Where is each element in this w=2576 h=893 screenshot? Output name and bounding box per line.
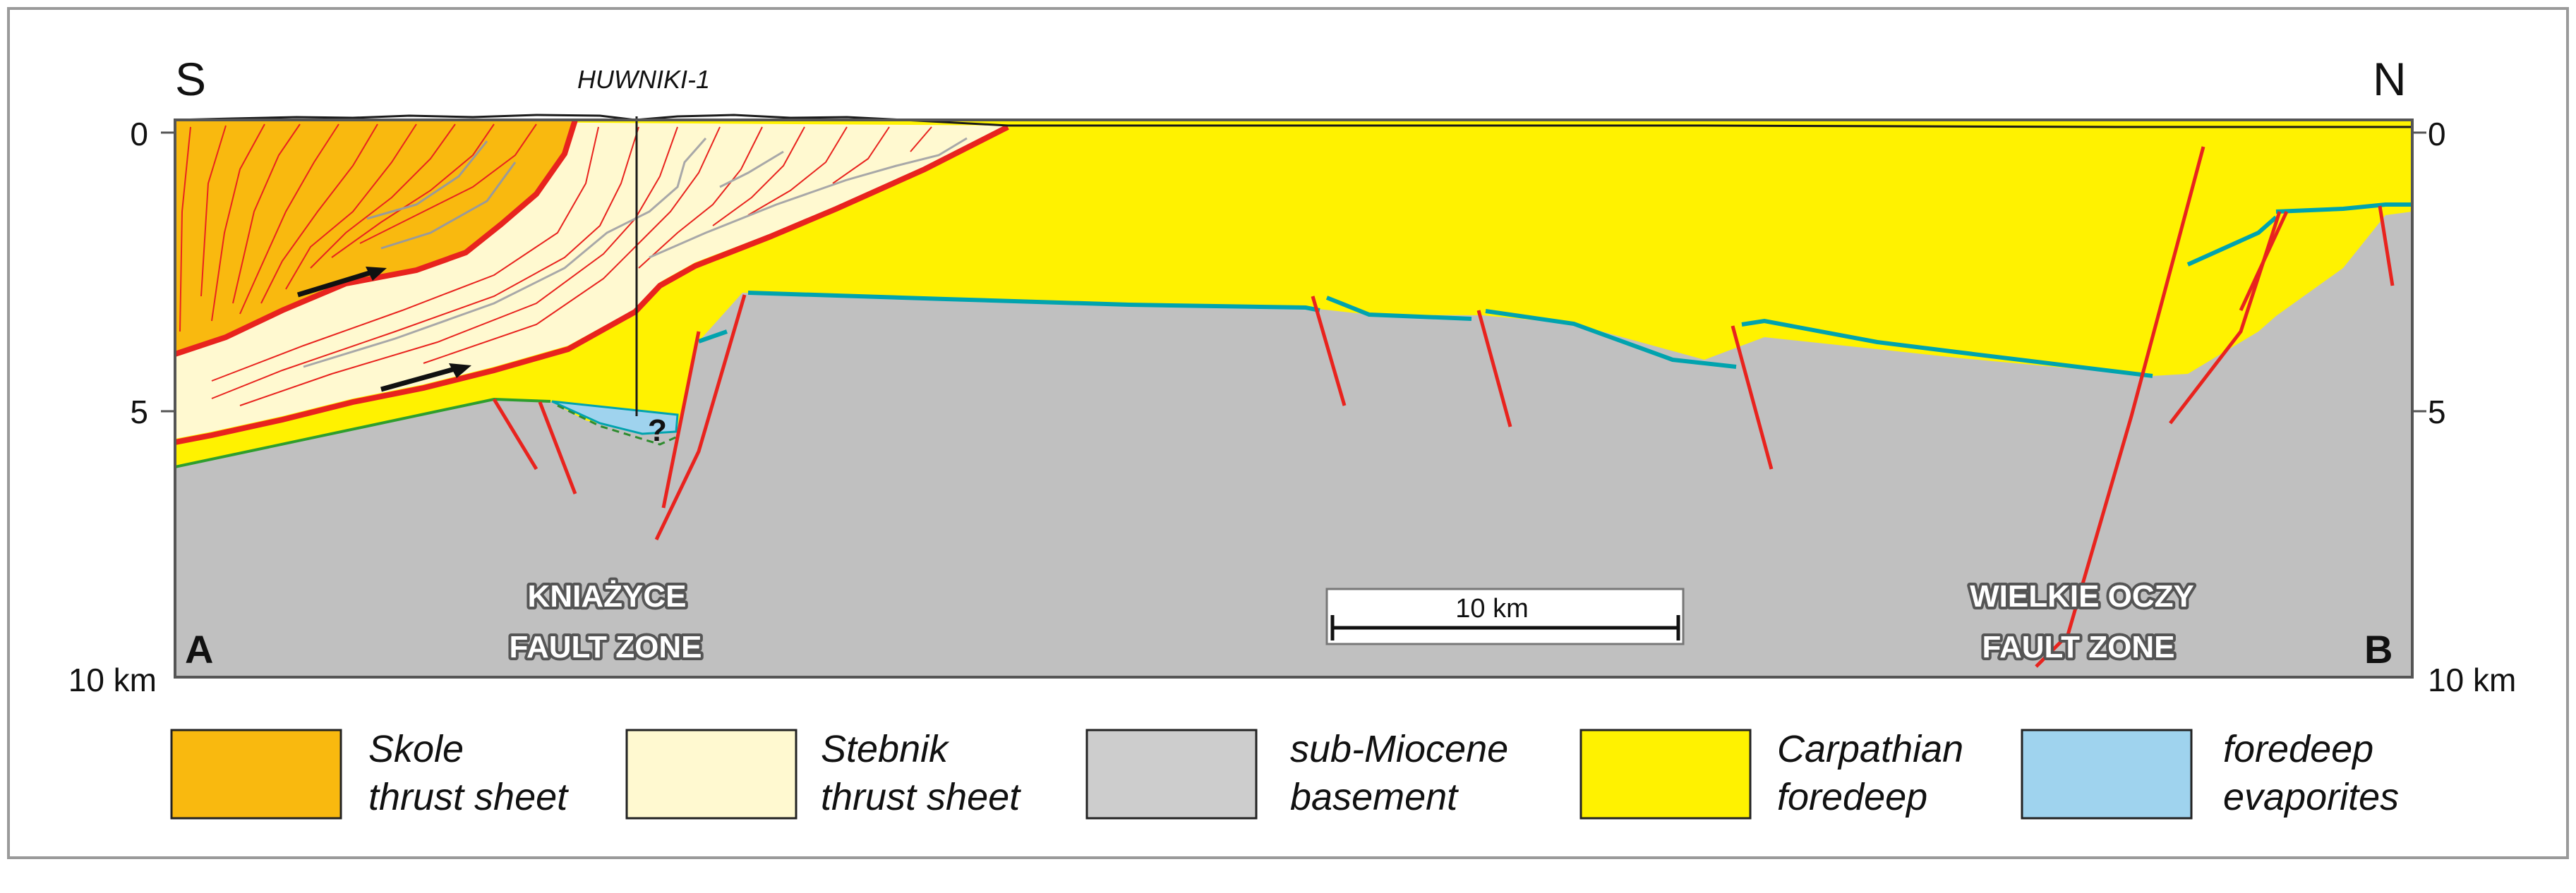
skole-grey-bedding (366, 140, 517, 250)
depth-tick-left-5: 5 (130, 394, 148, 430)
depth-axis-right (2412, 131, 2426, 413)
fault (2035, 146, 2205, 668)
fault-zone-wielkie-oczy-line2: FAULT ZONE (1982, 630, 2175, 664)
legend-label-line1: sub-Miocene (1290, 728, 1508, 770)
skole-basal-thrust (174, 119, 578, 357)
legend-item-stebnik: Stebnik thrust sheet (625, 728, 1021, 820)
legend-label-line2: foredeep (1777, 776, 1927, 818)
section-frame (174, 119, 2414, 679)
legend-swatch (2021, 729, 2193, 820)
depth-tick-right-5: 5 (2428, 394, 2446, 430)
arrow-icon (366, 267, 387, 281)
legend-label-line1: Skole (368, 728, 464, 770)
topographic-surface (174, 114, 2412, 128)
fault (661, 331, 701, 509)
fault-zone-kniazyce-line2: FAULT ZONE (510, 630, 702, 664)
stebnik-basal-thrust (174, 124, 1009, 445)
evaporite-lens (551, 400, 679, 435)
fault (538, 401, 577, 494)
legend-label-line2: thrust sheet (821, 776, 1021, 818)
fault (492, 398, 538, 470)
fault (2378, 205, 2395, 286)
fault-zone-kniazyce-line1: KNIAŻYCE (528, 579, 687, 614)
uncertainty-mark: ? (648, 413, 667, 448)
legend-swatch (1579, 729, 1752, 820)
legend-swatch (1085, 729, 1258, 820)
basement-top-evaporite (698, 202, 2412, 378)
depth-tick-left-10: 10 km (68, 662, 157, 698)
legend-label-line1: foredeep (2223, 728, 2373, 770)
scale-bar-label: 10 km (1455, 594, 1528, 624)
legend-label-line1: Stebnik (821, 728, 950, 770)
skole-thrust-sheet (175, 120, 575, 354)
stebnik-grey-bedding (303, 137, 968, 368)
stebnik-bedding (211, 126, 932, 406)
fault (2239, 210, 2289, 312)
evaporite-dashed-line (557, 404, 680, 446)
arrow-icon (380, 365, 458, 392)
legend-swatch (170, 729, 342, 820)
legend-label-line2: thrust sheet (368, 776, 569, 818)
fault (1731, 325, 1774, 470)
normal-faults (492, 146, 2395, 668)
legend-item-foredeep: Carpathian foredeep (1579, 728, 1963, 820)
depth-axis-left (161, 131, 175, 413)
arrow-icon (296, 269, 375, 298)
legend-label-line2: evaporites (2223, 776, 2399, 818)
legend-item-basement: sub-Miocene basement (1085, 728, 1508, 820)
depth-tick-right-10: 10 km (2428, 662, 2516, 698)
orientation-south: S (175, 53, 206, 105)
arrow-icon (449, 363, 471, 378)
legend: Skole thrust sheet Stebnik thrust sheet … (170, 728, 2399, 820)
fault (1311, 296, 1347, 406)
legend-item-skole: Skole thrust sheet (170, 728, 569, 820)
legend-label-line2: basement (1290, 776, 1459, 818)
cross-section: ? (174, 114, 2414, 679)
legend-swatch (625, 729, 798, 820)
section-end-a: A (185, 627, 213, 672)
fault (1476, 310, 1512, 427)
orientation-north: N (2373, 53, 2407, 105)
fault-zone-wielkie-oczy-line1: WIELKIE OCZY (1970, 579, 2194, 614)
depth-tick-left-0: 0 (130, 116, 148, 152)
scale-bar: 10 km (1325, 588, 1685, 645)
skole-bedding (179, 123, 537, 332)
legend-item-evaporites: foredeep evaporites (2021, 728, 2399, 820)
section-end-b: B (2364, 627, 2393, 672)
thrust-arrows (296, 267, 471, 392)
legend-label-line1: Carpathian (1777, 728, 1963, 770)
depth-tick-right-0: 0 (2428, 116, 2446, 152)
well-label: HUWNIKI-1 (577, 65, 710, 94)
fault (654, 294, 747, 541)
